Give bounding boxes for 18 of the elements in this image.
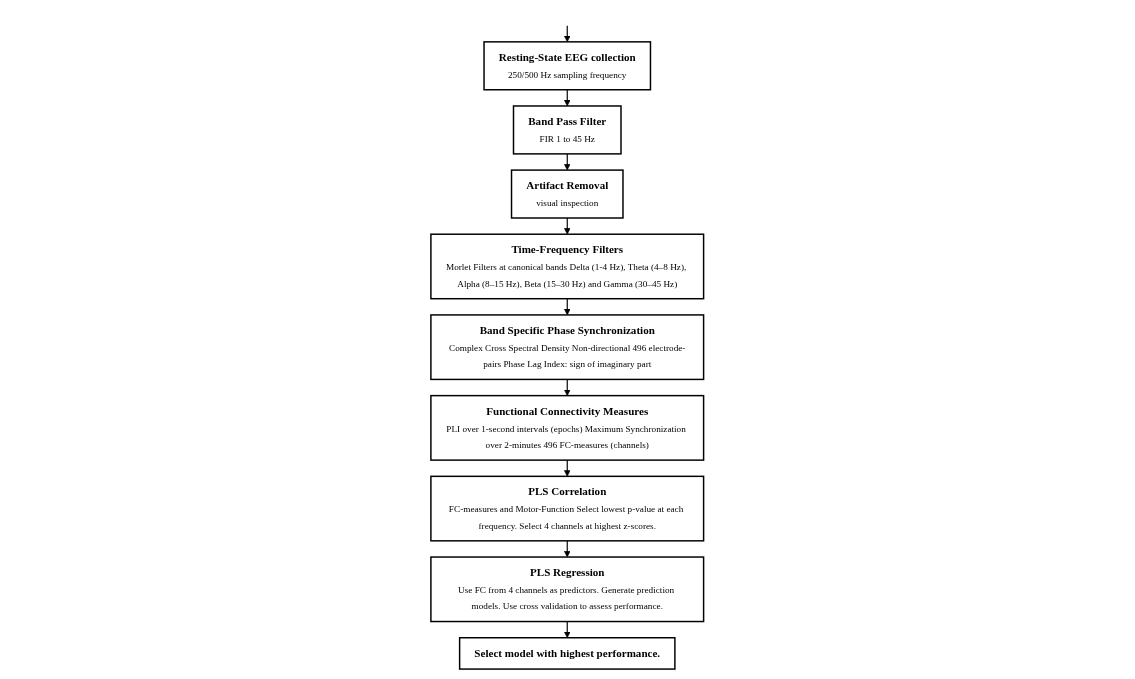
node-box: Artifact Removal visual inspection bbox=[511, 168, 624, 219]
node-box: Band Specific Phase Synchronization Complex Cross Spectral Density Non-directional 496 electrode-pairs Phase Lag Index: sign of imaginary part bbox=[430, 313, 705, 380]
arrow bbox=[564, 152, 571, 170]
node-box: PLS Regression Use FC from 4 channels as predictors. Generate prediction models. Use cross validation to assess performance. bbox=[430, 555, 705, 622]
arrow bbox=[564, 297, 571, 315]
node-box: Functional Connectivity Measures PLI over 1-second intervals (epochs) Maximum Synchronization over 2-minutes 496 FC-measures (channels) bbox=[430, 394, 705, 461]
node-box: Time-Frequency Filters Morlet Filters at canonical bands Delta (1-4 Hz), Theta (4–8 Hz), Alpha (8–15 Hz), Beta (15–30 Hz) and Gamma (30–45 Hz) bbox=[430, 233, 705, 299]
node-box: Band Pass Filter FIR 1 to 45 Hz bbox=[513, 104, 622, 155]
node-box: Resting-State EEG collection 250/500 Hz sampling frequency bbox=[483, 40, 652, 90]
arrow bbox=[564, 378, 571, 396]
arrow bbox=[564, 459, 571, 477]
arrow bbox=[564, 620, 571, 638]
arrow bbox=[564, 24, 571, 42]
node-box: Select model with highest performance. bbox=[459, 636, 676, 670]
arrow bbox=[564, 88, 571, 106]
node-box: PLS Correlation FC-measures and Motor-Function Select lowest p-value at each frequency. Select 4 channels at highest z-scores. bbox=[430, 475, 705, 542]
arrow bbox=[564, 216, 571, 235]
arrow bbox=[564, 539, 571, 557]
